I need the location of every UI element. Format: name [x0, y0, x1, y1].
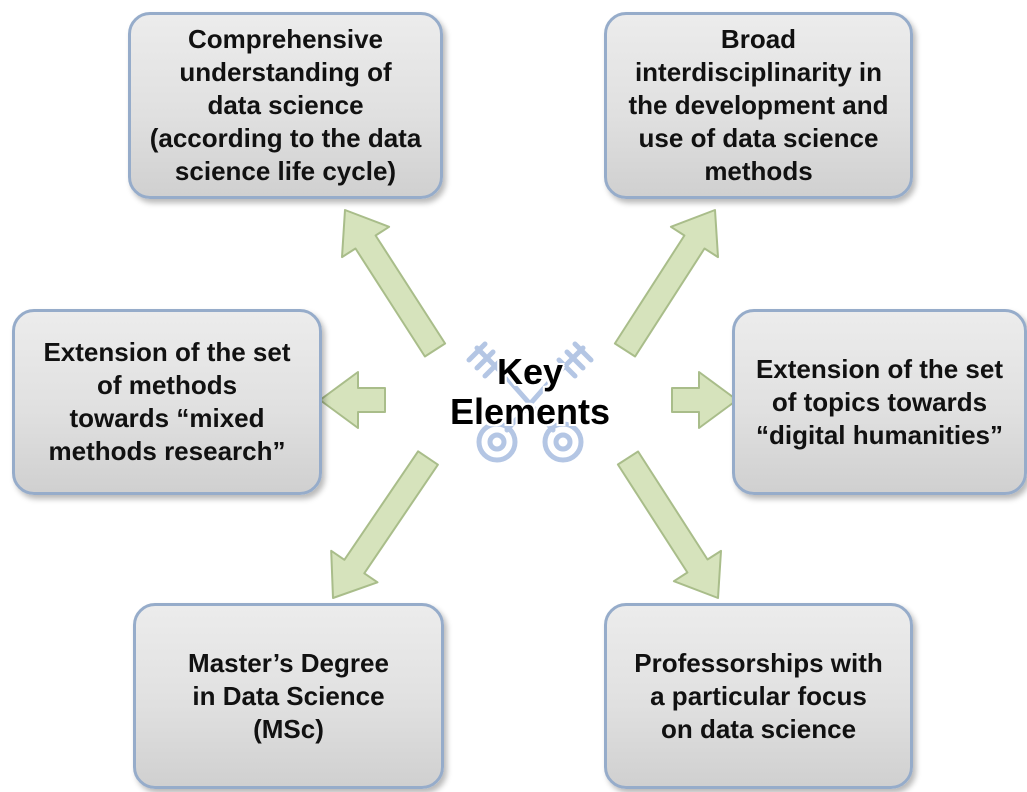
- element-text-masters-degree: Master’s Degree in Data Science (MSc): [188, 647, 389, 744]
- arrow-to-mid-right: [671, 371, 738, 429]
- element-text-life-cycle: Comprehensive understanding of data scie…: [149, 24, 422, 186]
- element-box-mixed-methods: Extension of the set of methods towards …: [12, 309, 322, 495]
- arrow-to-bottom-right: [616, 450, 722, 599]
- element-box-masters-degree: Master’s Degree in Data Science (MSc): [133, 603, 444, 789]
- arrow-to-top-right: [613, 209, 719, 358]
- arrow-to-mid-left: [319, 371, 386, 429]
- arrow-to-bottom-left: [330, 450, 439, 599]
- element-text-digital-humanities: Extension of the set of topics towards “…: [755, 353, 1004, 450]
- element-text-professorships: Professorships with a particular focus o…: [634, 647, 883, 744]
- center-label: Key Elements: [449, 351, 611, 432]
- element-box-life-cycle: Comprehensive understanding of data scie…: [128, 12, 443, 199]
- arrow-to-top-left: [341, 209, 447, 358]
- element-box-professorships: Professorships with a particular focus o…: [604, 603, 913, 789]
- element-text-interdisciplinarity: Broad interdisciplinarity in the develop…: [628, 24, 889, 186]
- element-box-digital-humanities: Extension of the set of topics towards “…: [732, 309, 1027, 495]
- element-box-interdisciplinarity: Broad interdisciplinarity in the develop…: [604, 12, 913, 199]
- element-text-mixed-methods: Extension of the set of methods towards …: [43, 337, 291, 466]
- crossed-keys-icon: [466, 341, 594, 463]
